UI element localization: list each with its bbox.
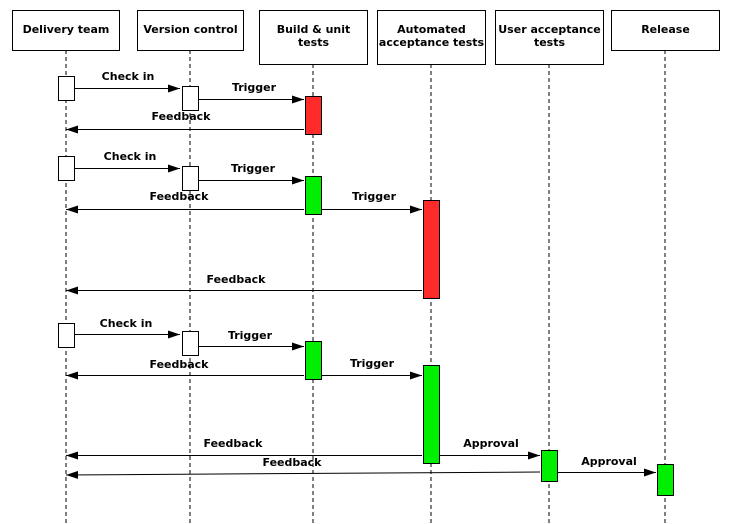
activation-version-control-neutral xyxy=(182,166,199,191)
message-label: Approval xyxy=(463,437,519,450)
message-label: Feedback xyxy=(263,456,323,469)
activation-version-control-neutral xyxy=(182,86,199,111)
activation-build-unit-tests-passed xyxy=(305,341,322,380)
message-delivery-team-to-version-control: Check in xyxy=(75,150,180,173)
participant-label-build-unit-tests: tests xyxy=(298,36,330,49)
participant-boxes: Delivery team Version control Build & unit… xyxy=(12,10,720,65)
participant-box-automated-acceptance-tests xyxy=(377,10,486,65)
participant-delivery-team: Delivery team xyxy=(12,10,120,51)
message-label: Feedback xyxy=(150,190,210,203)
participant-box-delivery-team xyxy=(12,10,120,51)
participant-label-version-control: Version control xyxy=(143,23,237,36)
activation-delivery-team-neutral xyxy=(58,76,75,101)
activation-delivery-team-neutral xyxy=(58,156,75,181)
message-build-unit-tests-to-automated-acceptance-tests: Trigger xyxy=(322,190,422,214)
message-user-acceptance-tests-to-delivery-team: Feedback xyxy=(65,456,541,479)
message-label: Trigger xyxy=(231,162,276,175)
activation-version-control-neutral xyxy=(182,331,199,356)
activation-release-passed xyxy=(657,464,674,496)
message-version-control-to-build-unit-tests: Trigger xyxy=(199,162,304,185)
participant-box-user-acceptance-tests xyxy=(495,10,604,65)
message-label: Check in xyxy=(102,70,155,83)
message-automated-acceptance-tests-to-delivery-team: Feedback xyxy=(66,437,422,460)
message-label: Trigger xyxy=(232,81,277,94)
message-label: Trigger xyxy=(228,329,273,342)
activation-automated-acceptance-tests-failed xyxy=(423,200,440,299)
activation-build-unit-tests-failed xyxy=(305,96,322,135)
message-version-control-to-build-unit-tests: Trigger xyxy=(199,81,304,104)
message-delivery-team-to-version-control: Check in xyxy=(75,317,180,339)
message-label: Approval xyxy=(581,455,637,468)
participant-label-user-acceptance-tests: tests xyxy=(534,36,566,49)
participant-release: Release xyxy=(611,10,720,51)
message-delivery-team-to-version-control: Check in xyxy=(75,70,180,93)
participant-label-automated-acceptance-tests: Automated xyxy=(397,23,466,36)
participant-label-user-acceptance-tests: User acceptance xyxy=(498,23,601,36)
message-user-acceptance-tests-to-release: Approval xyxy=(558,455,656,477)
message-label: Trigger xyxy=(352,190,397,203)
message-build-unit-tests-to-delivery-team: Feedback xyxy=(66,110,304,134)
message-version-control-to-build-unit-tests: Trigger xyxy=(199,329,304,351)
message-label: Trigger xyxy=(350,357,395,370)
participant-box-build-unit-tests xyxy=(259,10,368,65)
message-build-unit-tests-to-automated-acceptance-tests: Trigger xyxy=(322,357,422,380)
participant-version-control: Version control xyxy=(137,10,244,51)
message-label: Feedback xyxy=(207,273,267,286)
participant-box-version-control xyxy=(137,10,244,51)
activation-build-unit-tests-passed xyxy=(305,176,322,215)
message-label: Check in xyxy=(104,150,157,163)
participant-label-delivery-team: Delivery team xyxy=(23,23,110,36)
message-build-unit-tests-to-delivery-team: Feedback xyxy=(66,358,304,380)
message-automated-acceptance-tests-to-delivery-team: Feedback xyxy=(66,273,422,295)
activations xyxy=(58,76,674,496)
message-label: Feedback xyxy=(204,437,264,450)
participant-label-build-unit-tests: Build & unit xyxy=(277,23,351,36)
participant-box-release xyxy=(611,10,720,51)
participant-label-release: Release xyxy=(641,23,690,36)
message-label: Check in xyxy=(100,317,153,330)
message-label: Feedback xyxy=(150,358,210,371)
message-build-unit-tests-to-delivery-team: Feedback xyxy=(66,190,304,214)
activation-user-acceptance-tests-passed xyxy=(541,450,558,482)
message-label: Feedback xyxy=(152,110,212,123)
participant-label-automated-acceptance-tests: acceptance tests xyxy=(379,36,485,49)
message-arrow xyxy=(65,470,541,479)
activation-delivery-team-neutral xyxy=(58,323,75,348)
activation-automated-acceptance-tests-passed xyxy=(423,365,440,464)
message-automated-acceptance-tests-to-user-acceptance-tests: Approval xyxy=(440,437,540,460)
